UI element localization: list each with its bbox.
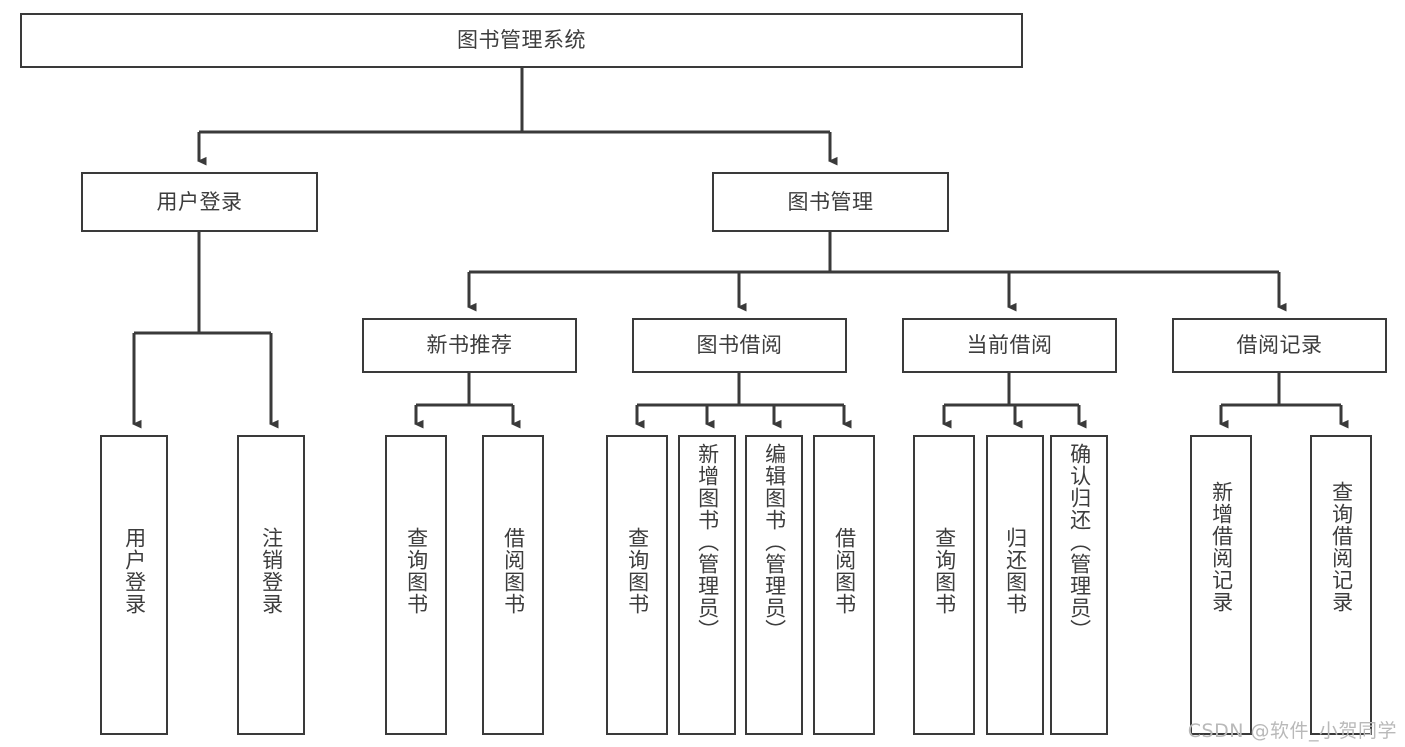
leaf-add-book-admin-label: 新增图书（管理员） (695, 443, 720, 641)
leaf-query-book-current[interactable]: 查询图书 (913, 435, 975, 735)
leaf-edit-book-admin-label: 编辑图书（管理员） (762, 443, 787, 641)
node-user-login-label: 用户登录 (156, 189, 243, 214)
leaf-borrow-book[interactable]: 借阅图书 (813, 435, 875, 735)
leaf-logout-login[interactable]: 注销登录 (237, 435, 305, 735)
leaf-borrow-book-label: 借阅图书 (832, 527, 857, 615)
leaf-query-borrow-record-label: 查询借阅记录 (1329, 481, 1354, 613)
node-root-label: 图书管理系统 (457, 28, 586, 53)
leaf-query-borrow-record[interactable]: 查询借阅记录 (1310, 435, 1372, 735)
node-book-management[interactable]: 图书管理 (712, 172, 949, 232)
leaf-query-book-recommend[interactable]: 查询图书 (385, 435, 447, 735)
leaf-borrow-book-recommend[interactable]: 借阅图书 (482, 435, 544, 735)
watermark: CSDN @软件_小贺同学 (1187, 720, 1397, 742)
leaf-query-book-borrow[interactable]: 查询图书 (606, 435, 668, 735)
node-root[interactable]: 图书管理系统 (20, 13, 1023, 68)
node-current-borrow[interactable]: 当前借阅 (902, 318, 1117, 373)
leaf-confirm-return-admin-label: 确认归还（管理员） (1067, 443, 1092, 641)
leaf-add-book-admin[interactable]: 新增图书（管理员） (678, 435, 736, 735)
leaf-logout-login-label: 注销登录 (259, 527, 284, 615)
node-book-borrow[interactable]: 图书借阅 (632, 318, 847, 373)
node-borrow-record[interactable]: 借阅记录 (1172, 318, 1387, 373)
leaf-return-book-label: 归还图书 (1003, 527, 1028, 615)
leaf-edit-book-admin[interactable]: 编辑图书（管理员） (745, 435, 803, 735)
leaf-confirm-return-admin[interactable]: 确认归还（管理员） (1050, 435, 1108, 735)
node-new-book-recommend[interactable]: 新书推荐 (362, 318, 577, 373)
node-user-login[interactable]: 用户登录 (81, 172, 318, 232)
leaf-query-book-current-label: 查询图书 (932, 527, 957, 615)
node-borrow-record-label: 借阅记录 (1236, 333, 1323, 358)
node-book-borrow-label: 图书借阅 (696, 333, 783, 358)
leaf-query-book-recommend-label: 查询图书 (404, 527, 429, 615)
node-current-borrow-label: 当前借阅 (966, 333, 1053, 358)
leaf-return-book[interactable]: 归还图书 (986, 435, 1044, 735)
node-book-management-label: 图书管理 (787, 189, 874, 214)
node-new-book-recommend-label: 新书推荐 (426, 333, 513, 358)
leaf-add-borrow-record-label: 新增借阅记录 (1209, 481, 1234, 613)
leaf-query-book-borrow-label: 查询图书 (625, 527, 650, 615)
leaf-add-borrow-record[interactable]: 新增借阅记录 (1190, 435, 1252, 735)
leaf-user-login-label: 用户登录 (122, 527, 147, 615)
leaf-borrow-book-recommend-label: 借阅图书 (501, 527, 526, 615)
leaf-user-login[interactable]: 用户登录 (100, 435, 168, 735)
